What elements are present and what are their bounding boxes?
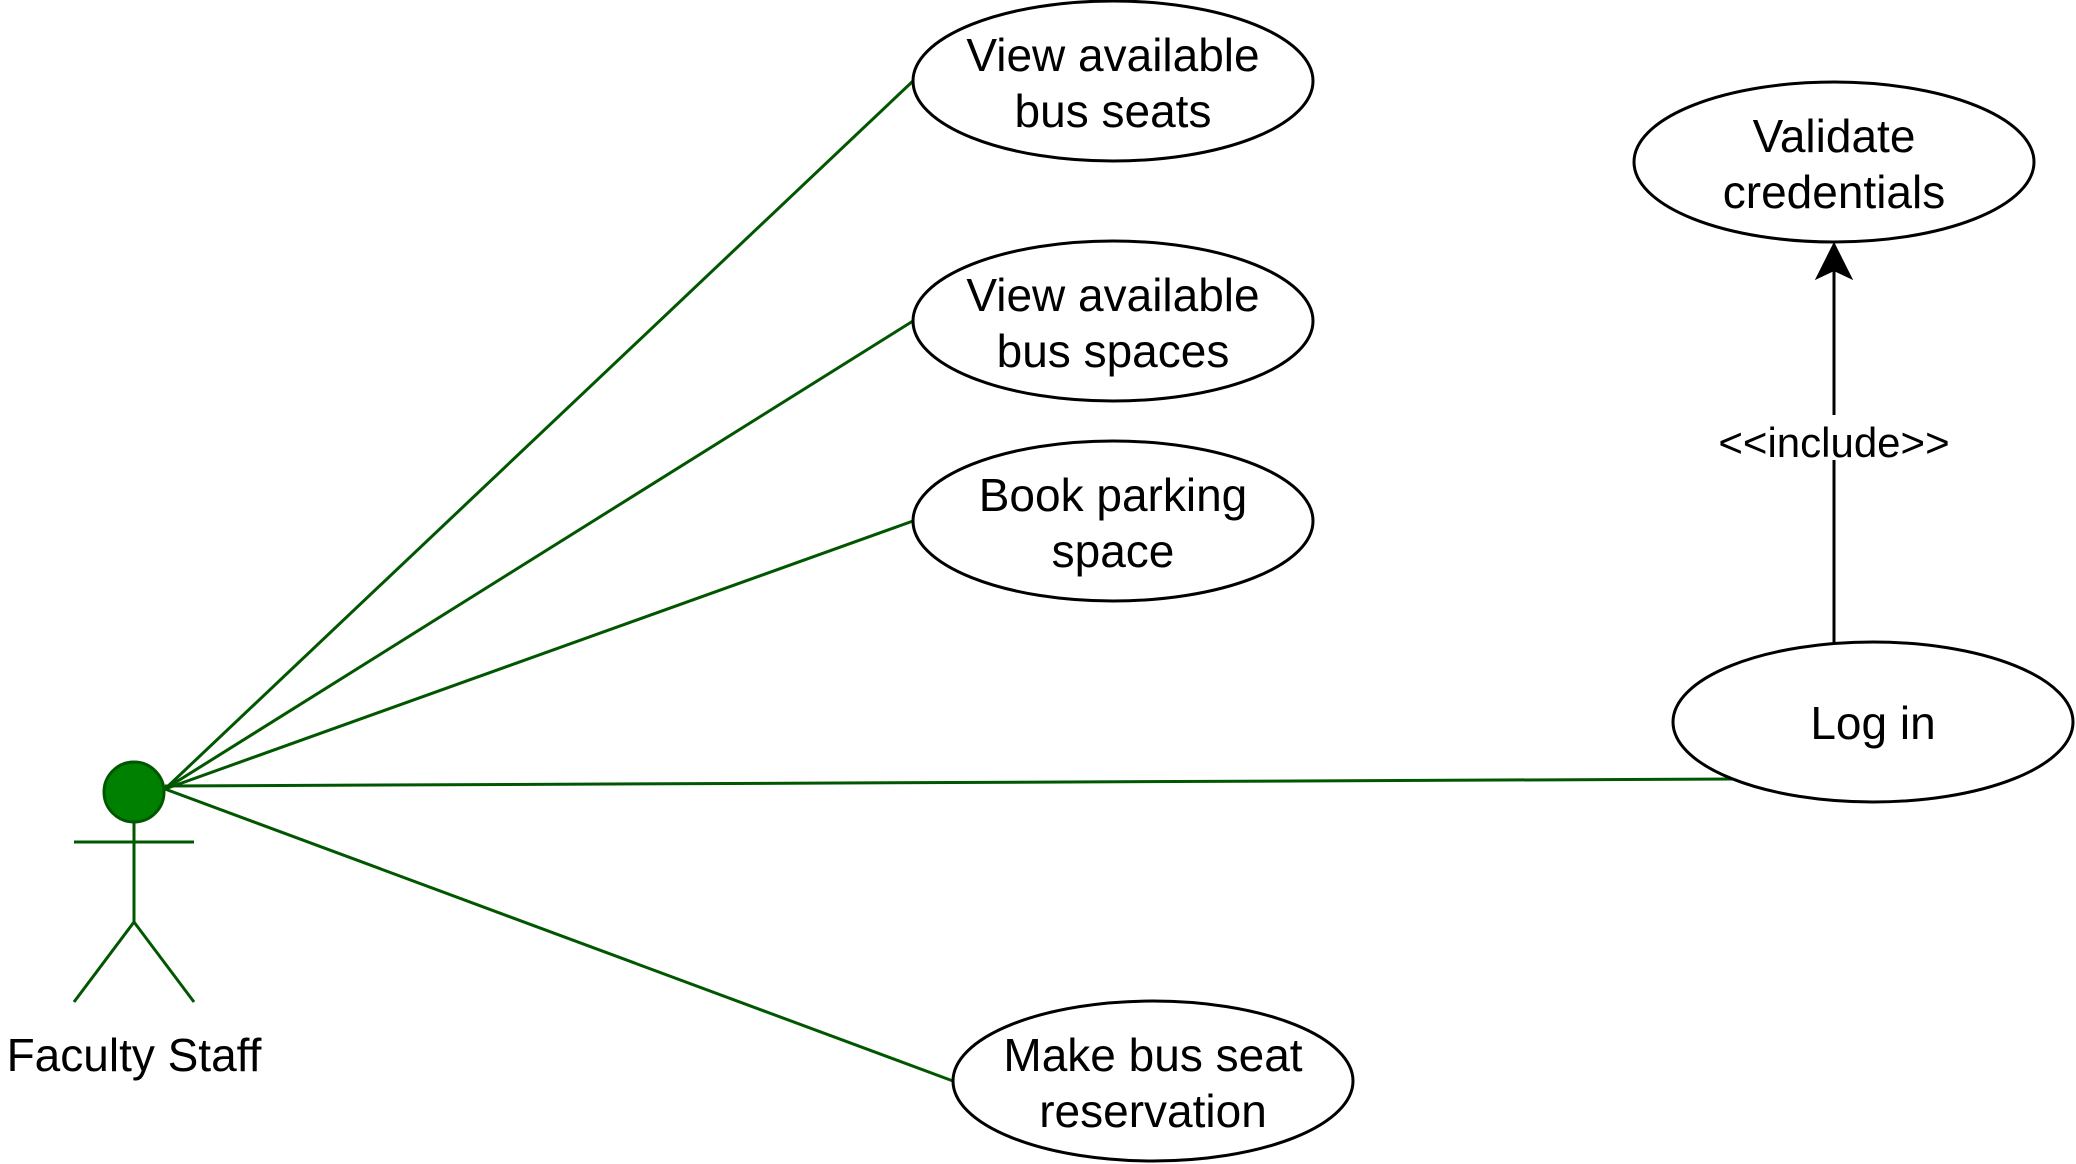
actor-right-leg <box>132 921 196 1003</box>
include-dependency: <<include>> <box>1718 241 1950 643</box>
actor-faculty-staff[interactable]: Faculty Staff <box>7 760 262 1081</box>
use-case-label-line-2: reservation <box>1039 1085 1267 1137</box>
use-case-validate-credentials[interactable]: Validate credentials <box>1632 80 2036 244</box>
use-case-label-line-2: space <box>1052 525 1175 577</box>
actor-head-icon <box>102 760 166 824</box>
use-case-view-bus-spaces[interactable]: View available bus spaces <box>911 239 1315 403</box>
association-view-bus-spaces <box>164 319 914 791</box>
associations <box>163 79 1736 1083</box>
use-case-view-bus-seats[interactable]: View available bus seats <box>911 0 1315 163</box>
arrowhead-icon <box>1814 241 1854 281</box>
use-case-label-line-2: credentials <box>1723 166 1945 218</box>
use-case-label-line-1: Validate <box>1753 110 1916 162</box>
include-stereotype-label: <<include>> <box>1718 419 1949 466</box>
actor-label: Faculty Staff <box>7 1029 262 1081</box>
use-case-label-line-1: View available <box>966 269 1259 321</box>
use-case-make-reservation[interactable]: Make bus seat reservation <box>951 999 1355 1163</box>
association-log-in <box>164 777 1736 788</box>
use-case-log-in[interactable]: Log in <box>1671 640 2075 804</box>
association-book-parking <box>164 519 914 791</box>
use-case-label-line-1: Log in <box>1810 697 1935 749</box>
use-case-label-line-1: Make bus seat <box>1003 1029 1302 1081</box>
use-case-label-line-2: bus seats <box>1015 85 1212 137</box>
use-case-label-line-1: Book parking <box>979 469 1248 521</box>
use-case-label-line-1: View available <box>966 29 1259 81</box>
use-case-label-line-2: bus spaces <box>997 325 1230 377</box>
association-make-reservation <box>164 787 954 1083</box>
association-view-bus-seats <box>163 79 915 791</box>
actor-left-leg <box>72 921 136 1003</box>
use-case-book-parking[interactable]: Book parking space <box>911 439 1315 603</box>
